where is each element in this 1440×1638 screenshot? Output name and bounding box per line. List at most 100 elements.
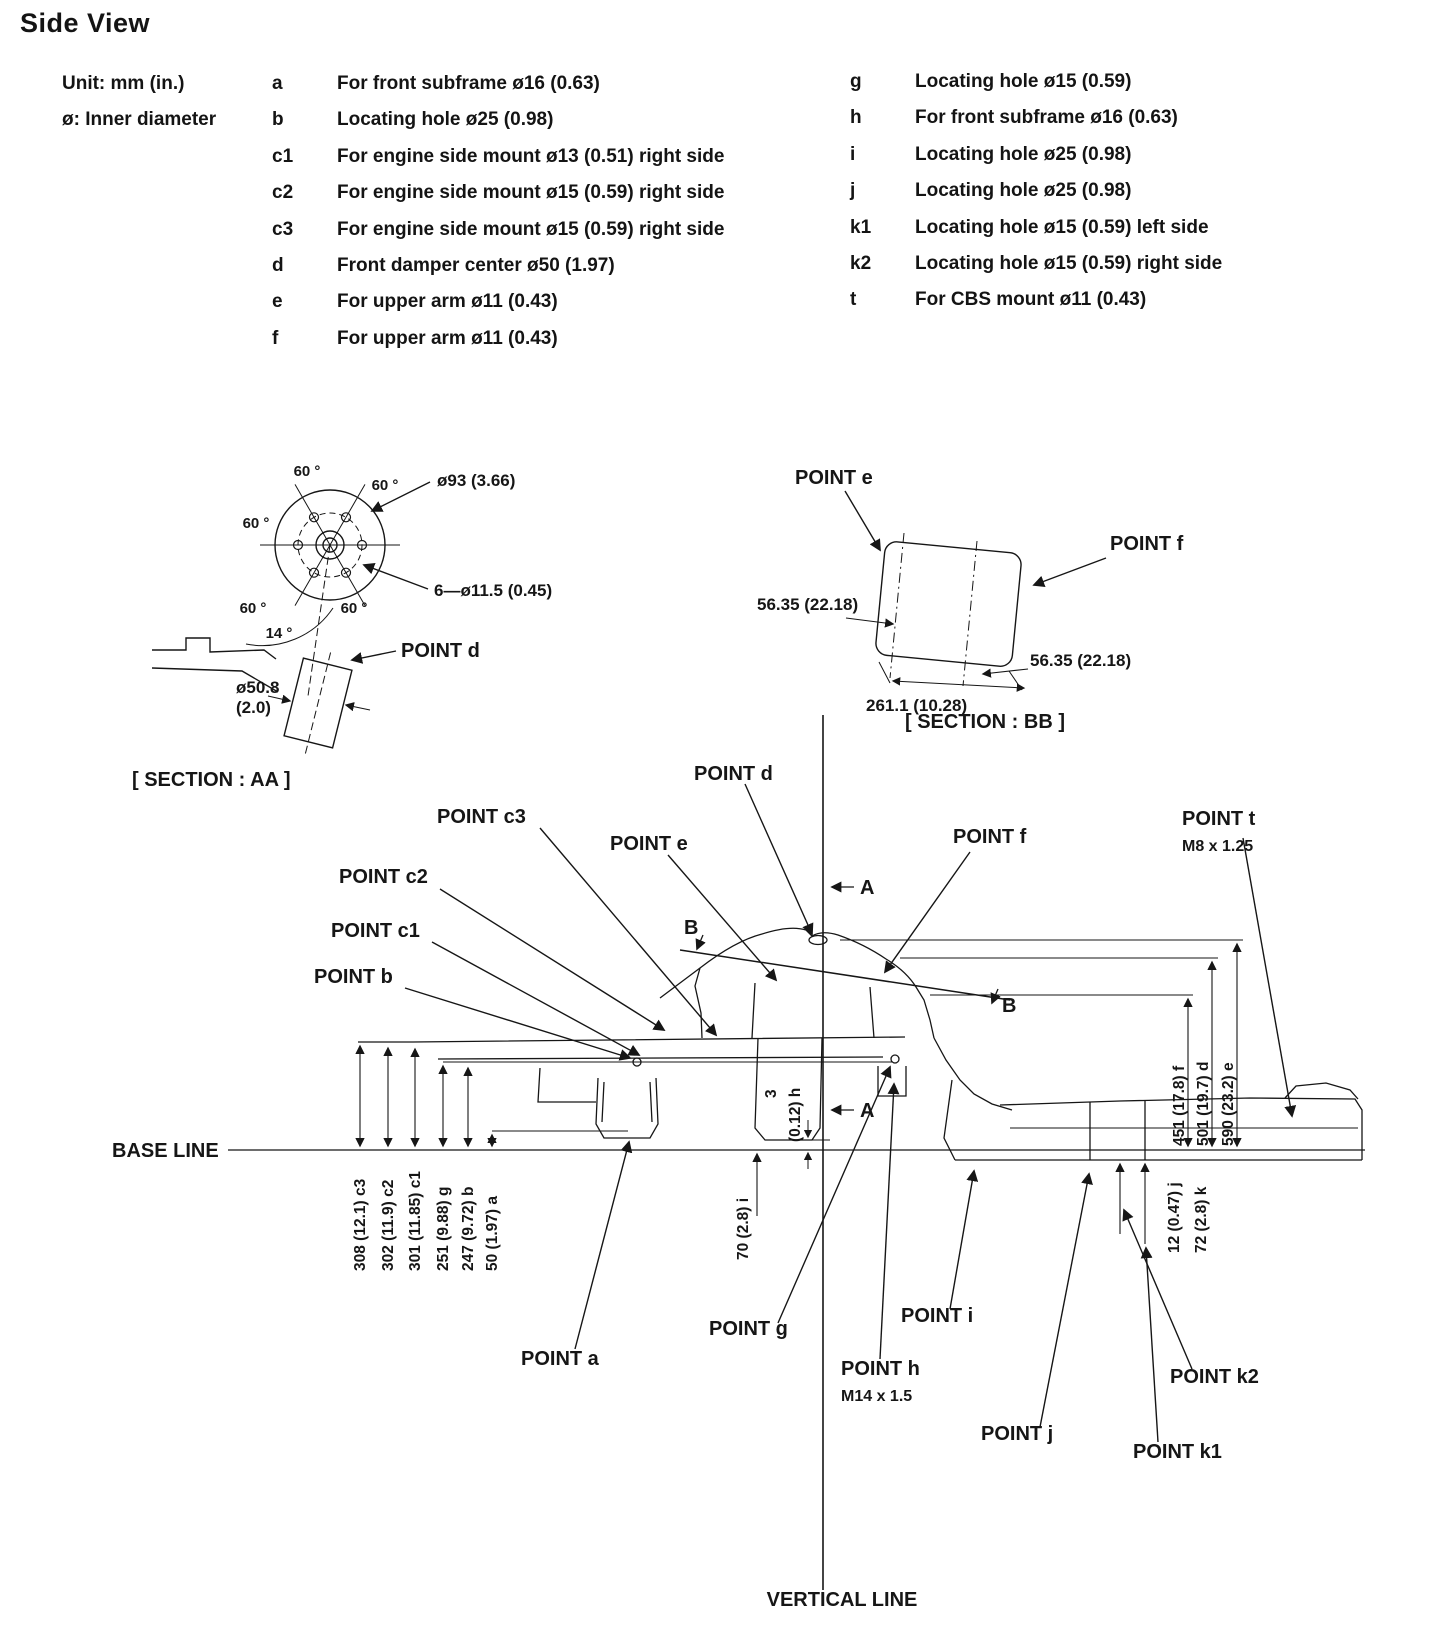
damper-center-point-d bbox=[808, 934, 828, 946]
legend-key: k1 bbox=[850, 216, 872, 238]
marker-b-bottom-arrow bbox=[990, 988, 1001, 1005]
legend-key: g bbox=[850, 71, 862, 92]
page-title: Side View bbox=[20, 8, 151, 38]
diagram-canvas: 60 ° 60 ° 60 ° 60 ° 60 ° 14 ° ø93 (3.66)… bbox=[112, 463, 1365, 1611]
angle-label: 60 ° bbox=[240, 600, 267, 617]
point-c3-leader bbox=[539, 827, 718, 1037]
section-bb-caption: [ SECTION : BB ] bbox=[905, 711, 1065, 733]
marker-b-top-arrow bbox=[695, 934, 706, 951]
dim-right-label: 56.35 (22.18) bbox=[1030, 651, 1131, 670]
damper-tower-inner-lines bbox=[751, 982, 875, 1039]
dim-c3-label: 308 (12.1) c3 bbox=[352, 1178, 369, 1271]
damper-tower-left-edge bbox=[694, 967, 703, 1039]
point-c1-leader bbox=[431, 941, 641, 1056]
dim-width-label: 261.1 (10.28) bbox=[866, 696, 967, 715]
angle-label: 60 ° bbox=[243, 515, 270, 532]
dim-c2-label: 302 (11.9) c2 bbox=[380, 1180, 397, 1271]
legend-item-c1: c1 For engine side mount ø13 (0.51) right… bbox=[272, 139, 724, 175]
dia508-arrow-left bbox=[267, 694, 292, 704]
dim-a-label: 50 (1.97) a bbox=[484, 1196, 501, 1271]
main-view-text: POINT d POINT c3 POINT e POINT f POINT t… bbox=[112, 763, 1259, 1611]
dim-i-label: 70 (2.8) i bbox=[735, 1198, 752, 1260]
locating-hole-b bbox=[632, 1057, 642, 1067]
point-e-label: POINT e bbox=[610, 833, 688, 855]
legend-key: t bbox=[850, 289, 857, 311]
dim-k-label: 72 (2.8) k bbox=[1193, 1186, 1210, 1253]
point-k1-label: POINT k1 bbox=[1133, 1441, 1222, 1463]
legend-desc: For engine side mount ø13 (0.51) right s… bbox=[337, 145, 725, 167]
legend-desc: Front damper center ø50 (1.97) bbox=[337, 254, 615, 276]
section-bb-cut-line bbox=[679, 949, 1011, 1001]
frame-right-slope bbox=[933, 1037, 1013, 1111]
legend-key: f bbox=[272, 327, 279, 349]
point-j-leader bbox=[1039, 1172, 1093, 1428]
legend-key: b bbox=[272, 109, 284, 131]
dim-left-label: 56.35 (22.18) bbox=[757, 595, 858, 614]
point-g-label: POINT g bbox=[709, 1318, 788, 1340]
dim-left-arrow bbox=[845, 617, 895, 628]
frame-edge-profile bbox=[151, 637, 279, 693]
angle-label: 60 ° bbox=[294, 463, 321, 480]
dim-f-label: 451 (17.8) f bbox=[1171, 1065, 1188, 1146]
legend-desc: Locating hole ø15 (0.59) left side bbox=[915, 216, 1209, 238]
dim-extension-lines bbox=[878, 661, 1023, 691]
legend-item-j: j Locating hole ø25 (0.98) bbox=[850, 173, 1222, 209]
legend-desc: For front subframe ø16 (0.63) bbox=[915, 107, 1178, 129]
base-line-label: BASE LINE bbox=[112, 1140, 219, 1162]
bushing-center-lines bbox=[889, 532, 978, 687]
diameter-line: ø: Inner diameter bbox=[62, 109, 217, 130]
point-k2-label: POINT k2 bbox=[1170, 1366, 1259, 1388]
point-c2-label: POINT c2 bbox=[339, 866, 428, 888]
legend-desc: Locating hole ø15 (0.59) right side bbox=[915, 252, 1223, 274]
front-mount-cup bbox=[537, 1067, 659, 1139]
point-t-label: POINT t bbox=[1182, 808, 1256, 830]
dimension-lines-right bbox=[1183, 942, 1242, 1148]
legend-desc: For upper arm ø11 (0.43) bbox=[337, 291, 558, 313]
dim-h-label: (0.12) h bbox=[787, 1088, 804, 1142]
legend-key: d bbox=[272, 254, 284, 276]
legend-key: j bbox=[850, 180, 856, 202]
bushing-block bbox=[875, 541, 1022, 667]
legend-desc: Locating hole ø25 (0.98) bbox=[915, 180, 1132, 202]
legend-desc: Locating hole ø25 (0.98) bbox=[337, 109, 554, 131]
point-d-leader-aa bbox=[350, 650, 397, 664]
section-aa-graphics bbox=[151, 481, 431, 754]
right-rail-struts bbox=[943, 1079, 1146, 1161]
legend-key: c3 bbox=[272, 218, 294, 240]
dim-b-label: 247 (9.72) b bbox=[460, 1187, 477, 1271]
cbs-mount-bracket bbox=[1284, 1082, 1359, 1100]
dim-j-label: 12 (0.47) j bbox=[1166, 1182, 1183, 1253]
bolt-pattern-leader bbox=[362, 562, 429, 590]
point-k1-leader bbox=[1140, 1246, 1159, 1443]
point-f-label: POINT f bbox=[953, 826, 1027, 848]
point-c2-leader bbox=[439, 888, 666, 1031]
point-g-leader bbox=[777, 1065, 892, 1324]
legend-key: e bbox=[272, 291, 283, 313]
angle-arc-14 bbox=[245, 607, 334, 647]
angle-label: 60 ° bbox=[372, 477, 399, 494]
point-t-leader bbox=[1242, 837, 1297, 1118]
point-e-leader bbox=[667, 854, 778, 982]
point-f-leader-bb bbox=[1032, 557, 1107, 588]
legend-item-f: f For upper arm ø11 (0.43) bbox=[272, 321, 724, 357]
point-d-label: POINT d bbox=[694, 763, 773, 785]
point-h-thread-label: M14 x 1.5 bbox=[841, 1388, 912, 1405]
dim-h-mm-label: 3 bbox=[763, 1089, 780, 1098]
point-a-leader bbox=[574, 1140, 633, 1350]
point-a-label: POINT a bbox=[521, 1348, 600, 1370]
legend-item-e: e For upper arm ø11 (0.43) bbox=[272, 284, 724, 320]
point-i-leader bbox=[949, 1169, 979, 1310]
legend-desc: For upper arm ø11 (0.43) bbox=[337, 327, 558, 349]
legend-item-t: t For CBS mount ø11 (0.43) bbox=[850, 282, 1222, 318]
legend-desc: For CBS mount ø11 (0.43) bbox=[915, 289, 1147, 311]
section-aa-text: 60 ° 60 ° 60 ° 60 ° 60 ° 14 ° ø93 (3.66)… bbox=[132, 463, 552, 791]
legend-key: c1 bbox=[272, 145, 294, 167]
dim-right-arrow bbox=[981, 668, 1029, 678]
point-b-leader bbox=[404, 987, 632, 1061]
